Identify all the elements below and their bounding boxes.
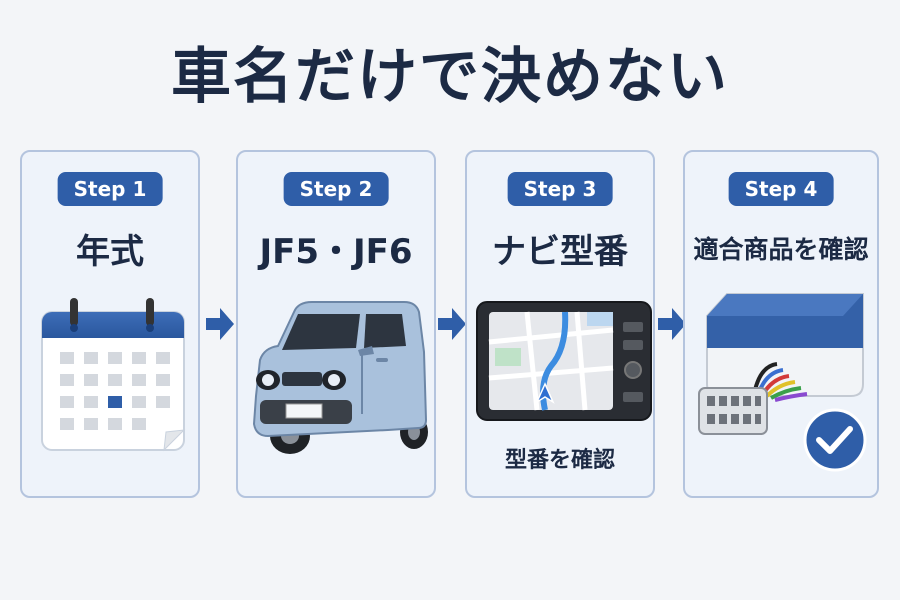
step-heading: 適合商品を確認 [693, 235, 869, 264]
step-card-2: Step 2 JF5・JF6 [236, 150, 436, 498]
arrow-right-icon [658, 308, 686, 340]
step-heading: JF5・JF6 [259, 232, 413, 272]
car-icon [252, 301, 428, 454]
step-badge: Step 3 [507, 172, 613, 206]
step-heading: ナビ型番 [492, 232, 628, 272]
step-badge: Step 4 [728, 172, 834, 206]
page-title: 車名だけで決めない [171, 42, 729, 112]
step-badge: Step 1 [57, 172, 163, 206]
step-card-1: Step 1 年式 [20, 150, 200, 498]
step-heading: 年式 [76, 232, 144, 272]
navigation-unit-icon [476, 301, 652, 421]
step-card-3: Step 3 ナビ型番 型番を確認 [465, 150, 655, 498]
step-badge: Step 2 [283, 172, 389, 206]
calendar-icon [41, 298, 186, 452]
wiring-harness-icon [698, 293, 867, 472]
arrow-right-icon [438, 308, 466, 340]
step-card-4: Step 4 適合商品を確認 [683, 150, 879, 498]
arrow-right-icon [206, 308, 234, 340]
step-caption: 型番を確認 [504, 448, 615, 473]
